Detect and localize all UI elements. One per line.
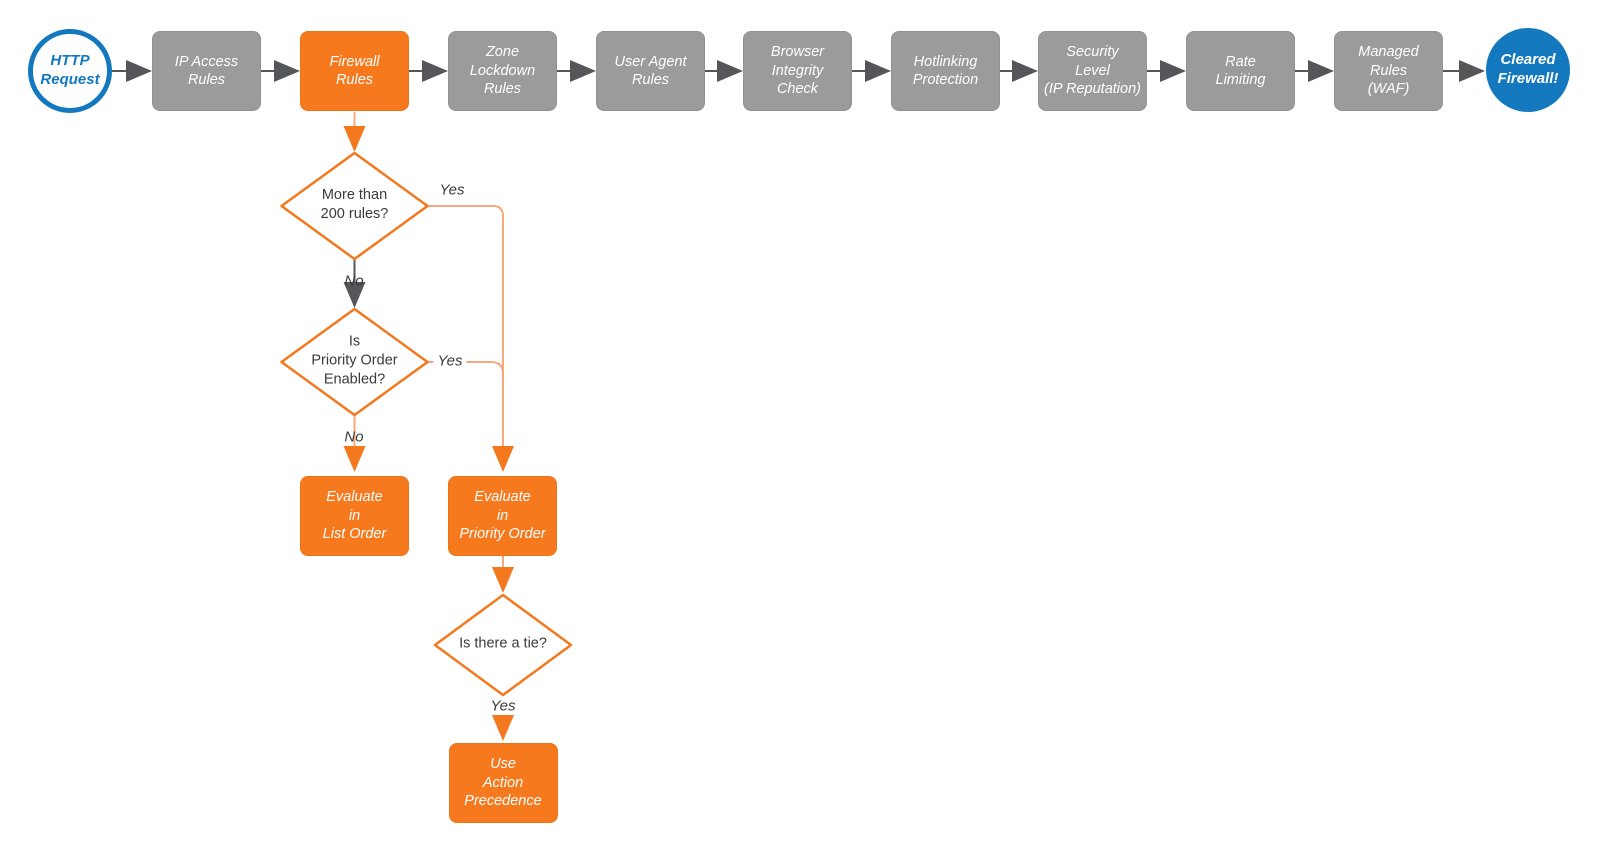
start-node-http-request: HTTP Request bbox=[28, 29, 112, 113]
decision-more-than-200-rules-shape bbox=[280, 151, 429, 261]
stage-browser-integrity-check: Browser Integrity Check bbox=[743, 31, 852, 111]
action-label: Evaluate in Priority Order bbox=[459, 488, 546, 543]
stage-label: User Agent Rules bbox=[614, 53, 687, 88]
stage-label: Firewall Rules bbox=[329, 53, 380, 88]
stage-rate-limiting: Rate Limiting bbox=[1186, 31, 1295, 111]
stage-zone-lockdown-rules: Zone Lockdown Rules bbox=[448, 31, 557, 111]
decision-is-there-a-tie-label: Is there a tie? bbox=[459, 635, 547, 652]
edge-label-decision3-yes: Yes bbox=[490, 697, 516, 715]
action-use-action-precedence: Use Action Precedence bbox=[448, 743, 558, 823]
stage-security-level-ip-reputation: Security Level (IP Reputation) bbox=[1038, 31, 1147, 111]
decision-is-there-a-tie-shape bbox=[433, 593, 573, 697]
decision-priority-order-enabled-label: Is Priority Order Enabled? bbox=[311, 333, 398, 388]
stage-label: Zone Lockdown Rules bbox=[469, 44, 536, 98]
stage-label: IP Access Rules bbox=[174, 53, 239, 88]
action-evaluate-in-priority-order: Evaluate in Priority Order bbox=[448, 476, 557, 556]
action-evaluate-in-list-order: Evaluate in List Order bbox=[300, 476, 409, 556]
stage-label: Rate Limiting bbox=[1215, 53, 1266, 88]
stage-user-agent-rules: User Agent Rules bbox=[596, 31, 705, 111]
edge-label-decision2-no: No bbox=[344, 428, 364, 446]
start-node-label: HTTP Request bbox=[40, 52, 100, 88]
action-label: Use Action Precedence bbox=[464, 755, 542, 810]
edge-label-decision2-yes: Yes bbox=[433, 352, 467, 370]
stage-hotlinking-protection: Hotlinking Protection bbox=[891, 31, 1000, 111]
end-node-label: Cleared Firewall! bbox=[1497, 51, 1559, 87]
stage-label: Hotlinking Protection bbox=[912, 53, 979, 88]
decision-priority-order-enabled-shape bbox=[280, 307, 429, 417]
stage-label: Managed Rules (WAF) bbox=[1358, 44, 1419, 98]
stage-label: Browser Integrity Check bbox=[770, 44, 825, 98]
stage-managed-rules-waf: Managed Rules (WAF) bbox=[1334, 31, 1443, 111]
end-node-cleared-firewall: Cleared Firewall! bbox=[1486, 28, 1570, 112]
stage-ip-access-rules: IP Access Rules bbox=[152, 31, 261, 111]
edge-decision2-yes bbox=[427, 361, 504, 375]
edge-label-decision1-no: No bbox=[344, 272, 364, 290]
decision-more-than-200-rules-label: More than 200 rules? bbox=[320, 187, 389, 222]
stage-firewall-rules: Firewall Rules bbox=[300, 31, 409, 111]
edge-label-decision1-yes: Yes bbox=[439, 181, 465, 199]
action-label: Evaluate in List Order bbox=[322, 488, 387, 543]
edge-decision1-yes bbox=[427, 205, 514, 472]
stage-label: Security Level (IP Reputation) bbox=[1044, 44, 1141, 98]
